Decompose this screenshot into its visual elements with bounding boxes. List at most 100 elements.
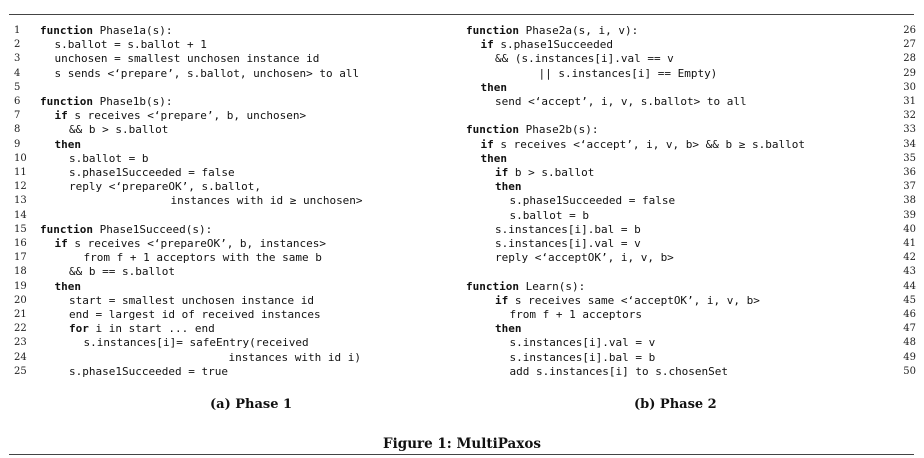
code-line: if s receives <‘prepareOK’, b, instances… [55,237,327,251]
code-text: s receives same <‘acceptOK’, i, v, b> [508,293,760,307]
line-number: 22 [14,323,27,335]
line-number: 7 [14,110,21,122]
code-line: start = smallest unchosen instance id [69,294,314,308]
code-text: send <‘accept’, i, v, s.ballot> to all [495,95,747,108]
code-line: if b > s.ballot [495,166,594,180]
code-line: if s.phase1Succeeded [481,38,613,52]
code-text: && (s.instances[i].val == v [495,52,674,66]
line-number: 38 [903,195,916,207]
code-text: s.ballot = s.ballot + 1 [54,38,207,52]
line-number: 39 [903,209,916,221]
code-line: end = largest id of received instances [69,308,321,322]
line-number: 5 [14,81,21,93]
code-line: function Phase2a(s, i, v): [466,24,638,38]
line-number: 48 [903,337,916,349]
line-number: 16 [14,238,27,249]
caption-phase-2: (b) Phase 2 [634,397,717,412]
code-text: end = largest id of received instances [69,308,321,321]
code-line: s sends <‘prepare’, s.ballot, unchosen> … [55,67,360,81]
line-number: 6 [14,96,21,107]
code-line: function Phase1Succeed(s): [40,223,212,237]
code-line: for i in start ... end [69,322,215,336]
line-number: 9 [14,138,21,150]
keyword: if [480,38,494,52]
keyword: function [466,24,519,37]
code-line: then [55,280,82,294]
line-number: 14 [14,209,27,221]
code-line: && b > s.ballot [69,123,168,137]
code-text: || s.instances[i] == Empty) [538,66,718,80]
code-line: s.instances[i].bal = b [510,351,656,365]
code-line: || s.instances[i] == Empty) [539,67,718,81]
code-line: if s receives <‘prepare’, b, unchosen> [55,109,307,123]
line-number: 37 [903,181,916,193]
code-line: reply <‘acceptOK’, i, v, b> [495,251,674,265]
line-number: 10 [14,152,27,164]
code-line: function Phase1b(s): [40,95,172,109]
line-number: 50 [903,365,916,377]
line-number: 44 [903,280,916,292]
code-line: if s receives same <‘acceptOK’, i, v, b> [495,294,760,308]
code-line: s.ballot = s.ballot + 1 [55,38,207,52]
code-line: function Phase2b(s): [466,123,598,137]
line-number: 18 [14,266,27,278]
line-number: 34 [903,138,916,150]
code-line: instances with id ≥ unchosen> [171,194,363,208]
code-text: start = smallest unchosen instance id [69,293,315,307]
line-number: 40 [903,223,916,235]
code-text: Phase2b(s): [518,123,599,137]
keyword: then [54,279,82,293]
top-rule [9,14,914,15]
code-text: s.ballot = b [69,151,149,165]
code-line: if s receives <‘accept’, i, v, b> && b ≥… [481,138,806,152]
code-line: s.instances[i]= safeEntry(received [84,336,309,350]
line-number: 29 [903,67,916,79]
code-text: reply <‘prepareOK’, s.ballot, [69,180,262,194]
line-number: 46 [903,309,916,320]
code-line: then [495,322,522,336]
keyword: function [466,279,519,293]
keyword: then [480,80,508,94]
code-text: s.instances[i].bal = b [509,350,656,364]
code-text: s.phase1Succeeded = false [69,166,235,179]
code-line: s.phase1Succeeded = false [69,166,235,180]
bottom-rule [9,454,914,455]
line-number: 13 [14,195,27,207]
code-text: from f + 1 acceptors with the same b [83,251,322,265]
code-text: && b > s.ballot [69,123,169,137]
code-text: s.phase1Succeeded = false [509,194,676,208]
line-number: 24 [14,351,27,363]
keyword: function [40,95,93,108]
code-text: && b == s.ballot [69,265,175,279]
line-number: 43 [903,266,916,278]
keyword: for [69,322,89,336]
code-text: i in start ... end [88,322,215,336]
code-line: s.phase1Succeeded = true [69,365,228,379]
line-number: 25 [14,365,27,377]
line-number: 27 [903,39,916,51]
code-line: then [481,152,508,166]
line-number: 17 [14,252,27,264]
code-line: s.ballot = b [69,152,148,166]
code-line: unchosen = smallest unchosen instance id [55,52,320,66]
caption-phase-1: (a) Phase 1 [210,397,293,412]
code-text: s.instances[i].bal = b [495,222,641,236]
keyword: if [495,166,509,179]
line-number: 1 [14,25,21,36]
line-number: 19 [14,280,27,292]
code-text: Phase1a(s): [92,24,173,37]
code-line: s.phase1Succeeded = false [510,194,676,208]
line-number: 45 [903,294,916,306]
code-line: then [481,81,508,95]
keyword: if [495,293,509,307]
code-text: s.instances[i]= safeEntry(received [83,336,309,350]
line-number: 15 [14,223,27,235]
line-number: 47 [903,323,916,335]
code-text: Phase2a(s, i, v): [518,24,639,37]
code-line: s.instances[i].val = v [510,336,656,350]
code-text: instances with id i) [228,350,361,364]
keyword: if [480,137,494,151]
code-line: reply <‘prepareOK’, s.ballot, [69,180,261,194]
code-text: s.ballot = b [509,208,589,222]
code-text: s sends <‘prepare’, s.ballot, unchosen> … [54,66,360,80]
